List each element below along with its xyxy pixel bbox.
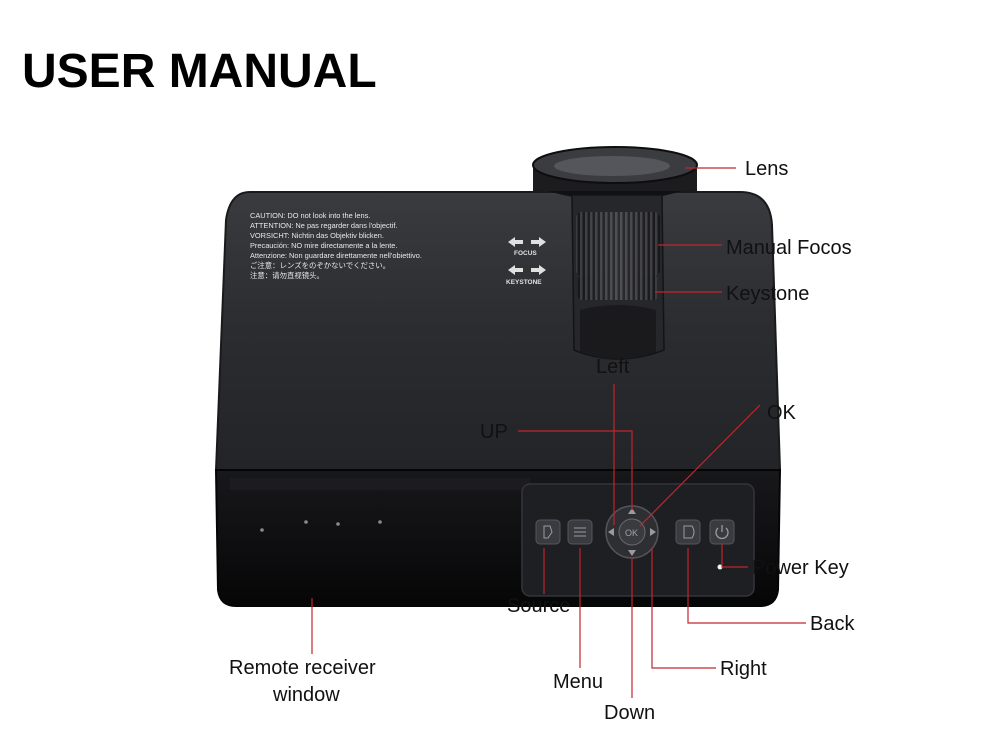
caution-line: ご注意：レンズをのぞかないでください。 [250, 261, 390, 270]
source-button[interactable] [535, 519, 561, 545]
caution-line: Precaución: NO mire directamente a la le… [250, 241, 397, 250]
right-arrow-icon[interactable] [650, 528, 656, 536]
ok-button[interactable]: OK [618, 518, 646, 546]
back-button[interactable] [675, 519, 701, 545]
caution-line: ATTENTION: Ne pas regarder dans l'object… [250, 221, 398, 230]
focus-ring[interactable] [576, 212, 660, 276]
label-source: Source [507, 595, 570, 617]
caution-line: 注意：请勿直视镜头。 [250, 271, 324, 280]
focus-text: FOCUS [514, 250, 537, 257]
focus-arrows-icon: FOCUS [508, 237, 546, 257]
keystone-text: KEYSTONE [506, 279, 542, 286]
leader-up [518, 430, 633, 510]
remote-receiver-window [260, 520, 382, 532]
label-lens: Lens [745, 158, 788, 180]
page-title: USER MANUAL [22, 45, 377, 98]
leader-right [651, 548, 716, 669]
power-indicator-led [717, 564, 723, 570]
keystone-arrows-icon: KEYSTONE [506, 265, 546, 286]
leader-ok [639, 404, 761, 527]
leader-back [687, 548, 806, 624]
leader-power [721, 544, 748, 568]
power-button[interactable] [709, 519, 735, 545]
lens[interactable] [532, 146, 698, 200]
label-manual-focus: Manual Focos [726, 237, 852, 259]
caution-line: VORSICHT: Nichtin das Objektiv blicken. [250, 231, 384, 240]
caution-label: CAUTION: DO not look into the lens. ATTE… [250, 211, 422, 280]
caution-line: Attenzione: Non guardare direttamente ne… [250, 251, 422, 260]
up-arrow-icon[interactable] [628, 508, 636, 514]
caution-line: CAUTION: DO not look into the lens. [250, 211, 370, 220]
label-up: UP [480, 421, 508, 443]
label-right: Right [720, 658, 767, 680]
svg-text:OK: OK [625, 528, 638, 538]
label-remote-receiver-line1: Remote receiver [229, 657, 376, 679]
label-down: Down [604, 702, 655, 724]
label-left: Left [596, 356, 630, 378]
left-arrow-icon[interactable] [608, 528, 614, 536]
label-remote-receiver-line2: window [272, 684, 340, 706]
leader-lines [311, 167, 806, 698]
label-back: Back [810, 613, 855, 635]
down-arrow-icon[interactable] [628, 550, 636, 556]
menu-button[interactable] [567, 519, 593, 545]
power-icon [715, 527, 729, 540]
label-power-key: Power Key [752, 557, 849, 579]
label-keystone: Keystone [726, 283, 809, 305]
label-ok: OK [767, 402, 797, 424]
label-menu: Menu [553, 671, 603, 693]
keystone-ring[interactable] [578, 276, 658, 300]
